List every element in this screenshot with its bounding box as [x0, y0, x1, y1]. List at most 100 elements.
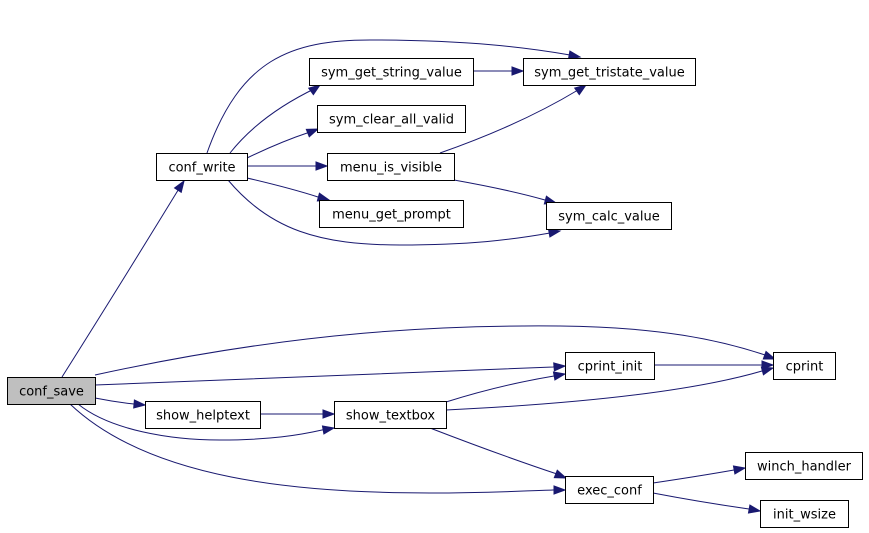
arrowhead — [553, 362, 567, 372]
edge-line — [453, 179, 557, 204]
edge-line — [246, 128, 319, 159]
edge-conf_write-to-menu_get_prompt — [246, 177, 331, 202]
node-box — [565, 476, 654, 504]
node-conf-save[interactable]: conf_save — [7, 377, 96, 405]
edge-line — [94, 365, 566, 386]
edge-line — [429, 427, 567, 479]
node-cprint[interactable]: cprint — [773, 352, 836, 380]
edge-conf_write-to-sym_get_tristate_value — [206, 39, 582, 154]
node-label: sym_calc_value — [558, 210, 660, 225]
edge-conf_save-to-show_textbox — [77, 403, 336, 441]
node-sym-get-string-value[interactable]: sym_get_string_value — [309, 58, 474, 86]
edge-line — [652, 467, 746, 484]
node-box — [546, 202, 672, 230]
arrowhead — [322, 409, 336, 419]
node-box — [334, 401, 447, 429]
node-box — [327, 153, 455, 181]
node-label: menu_is_visible — [340, 161, 442, 176]
edge-show_textbox-to-exec_conf — [429, 427, 568, 479]
edge-conf_save-to-cprint — [94, 325, 777, 376]
edge-line — [439, 84, 587, 154]
node-cprint-init[interactable]: cprint_init — [565, 352, 655, 380]
edge-line — [445, 373, 566, 403]
arrowhead — [760, 366, 775, 376]
node-show-textbox[interactable]: show_textbox — [334, 401, 447, 429]
edge-conf_write-to-sym_calc_value — [227, 179, 562, 246]
arrowhead — [573, 84, 588, 96]
edge-line — [206, 39, 581, 154]
node-sym-clear-all-valid[interactable]: sym_clear_all_valid — [317, 105, 466, 133]
arrowhead — [173, 179, 185, 194]
arrowhead — [133, 399, 147, 409]
edge-line — [246, 177, 330, 201]
arrowhead — [321, 425, 336, 435]
arrowhead — [307, 84, 322, 96]
node-label: sym_clear_all_valid — [329, 113, 454, 128]
node-menu-is-visible[interactable]: menu_is_visible — [327, 153, 455, 181]
node-menu-get-prompt[interactable]: menu_get_prompt — [319, 200, 464, 228]
arrowhead — [552, 371, 567, 381]
node-sym-get-tristate-value[interactable]: sym_get_tristate_value — [523, 58, 696, 86]
edge-exec_conf-to-winch_handler — [652, 465, 747, 484]
node-label: conf_save — [19, 385, 84, 400]
edge-menu_is_visible-to-sym_get_tristate_value — [439, 84, 588, 154]
edge-line — [652, 492, 761, 512]
edge-conf_save-to-show_helptext — [94, 397, 147, 409]
node-label: menu_get_prompt — [332, 208, 451, 223]
arrowhead — [747, 504, 762, 514]
node-box — [7, 377, 96, 405]
node-sym-calc-value[interactable]: sym_calc_value — [546, 202, 672, 230]
node-label: show_textbox — [346, 409, 436, 424]
node-label: winch_handler — [757, 460, 852, 475]
node-label: cprint_init — [578, 360, 643, 375]
call-graph-edges — [61, 39, 777, 514]
edge-conf_write-to-menu_is_visible — [247, 161, 329, 171]
node-winch-handler[interactable]: winch_handler — [745, 452, 863, 480]
edge-line — [227, 179, 561, 246]
edge-conf_write-to-sym_get_string_value — [229, 84, 322, 154]
node-label: exec_conf — [577, 484, 642, 499]
node-show-helptext[interactable]: show_helptext — [145, 401, 261, 429]
node-box — [309, 58, 474, 86]
arrowhead — [732, 465, 747, 475]
node-label: init_wsize — [773, 508, 836, 523]
edge-line — [445, 367, 774, 411]
node-exec-conf[interactable]: exec_conf — [565, 476, 654, 504]
arrowhead — [567, 50, 582, 60]
node-box — [523, 58, 696, 86]
node-label: sym_get_tristate_value — [534, 66, 684, 81]
edge-line — [61, 180, 185, 378]
node-label: cprint — [786, 360, 824, 375]
edge-conf_save-to-conf_write — [61, 179, 185, 378]
edge-line — [69, 403, 565, 494]
arrowhead — [553, 485, 567, 495]
node-init-wsize[interactable]: init_wsize — [760, 500, 849, 528]
node-label: sym_get_string_value — [321, 66, 462, 81]
edge-conf_save-to-cprint_init — [94, 362, 567, 386]
node-label: conf_write — [168, 161, 235, 176]
node-label: show_helptext — [156, 409, 250, 424]
arrowhead — [553, 469, 568, 479]
arrowhead — [511, 66, 525, 76]
arrowhead — [762, 350, 777, 360]
node-box — [760, 500, 849, 528]
edge-line — [94, 325, 776, 376]
node-box — [156, 153, 248, 181]
edge-line — [229, 84, 321, 154]
arrowhead — [547, 228, 562, 238]
node-conf-write[interactable]: conf_write — [156, 153, 248, 181]
edge-show_textbox-to-cprint_init — [445, 371, 567, 403]
edge-exec_conf-to-init_wsize — [652, 492, 762, 514]
arrowhead — [316, 192, 331, 202]
node-box — [745, 452, 863, 480]
edge-cprint_init-to-cprint — [654, 360, 775, 370]
edge-conf_save-to-exec_conf — [69, 403, 567, 495]
edge-conf_write-to-sym_clear_all_valid — [246, 128, 320, 159]
arrowhead — [315, 161, 329, 171]
edge-show_helptext-to-show_textbox — [260, 409, 336, 419]
node-box — [317, 105, 466, 133]
node-box — [773, 352, 836, 380]
edge-menu_is_visible-to-sym_calc_value — [453, 179, 558, 205]
